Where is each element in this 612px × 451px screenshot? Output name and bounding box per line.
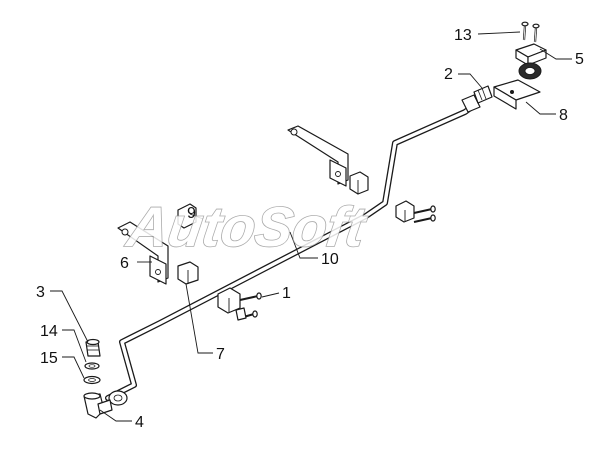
clamp-part-7 bbox=[177, 261, 199, 285]
watermark-text: AutoSoft bbox=[122, 195, 371, 258]
callout-labels: 13 5 2 8 9 6 10 1 7 3 14 15 4 bbox=[36, 27, 584, 431]
bracket-part-8 bbox=[493, 79, 541, 110]
callout-5: 5 bbox=[575, 51, 584, 68]
callout-10: 10 bbox=[321, 251, 339, 268]
pipe-end-nut bbox=[461, 94, 481, 113]
callout-1: 1 bbox=[282, 285, 291, 302]
bolts-part-13 bbox=[521, 21, 540, 43]
pipe-assembly bbox=[105, 101, 479, 401]
fitting-part-3 bbox=[85, 338, 101, 357]
washer-part-14 bbox=[84, 362, 100, 370]
callout-4: 4 bbox=[135, 414, 144, 431]
leader-lines bbox=[50, 31, 572, 422]
callout-15: 15 bbox=[40, 350, 58, 367]
clamp-middle bbox=[349, 171, 369, 195]
block-part-9 bbox=[177, 203, 197, 229]
callout-14: 14 bbox=[40, 323, 58, 340]
end-nut bbox=[108, 390, 128, 406]
callout-8: 8 bbox=[559, 107, 568, 124]
callout-6: 6 bbox=[120, 255, 129, 272]
clamp-part-5 bbox=[515, 43, 547, 80]
bracket-middle bbox=[287, 125, 349, 187]
bracket-part-6 bbox=[117, 221, 169, 285]
washer-part-15 bbox=[83, 375, 101, 385]
callout-13: 13 bbox=[454, 27, 472, 44]
clamp-right bbox=[395, 200, 436, 223]
fitting-part-2 bbox=[473, 85, 493, 104]
elbow-part-4 bbox=[83, 392, 113, 419]
callout-3: 3 bbox=[36, 284, 45, 301]
callout-9: 9 bbox=[187, 205, 196, 222]
clamp-part-1 bbox=[217, 287, 262, 321]
callout-2: 2 bbox=[444, 66, 453, 83]
callout-7: 7 bbox=[216, 346, 225, 363]
